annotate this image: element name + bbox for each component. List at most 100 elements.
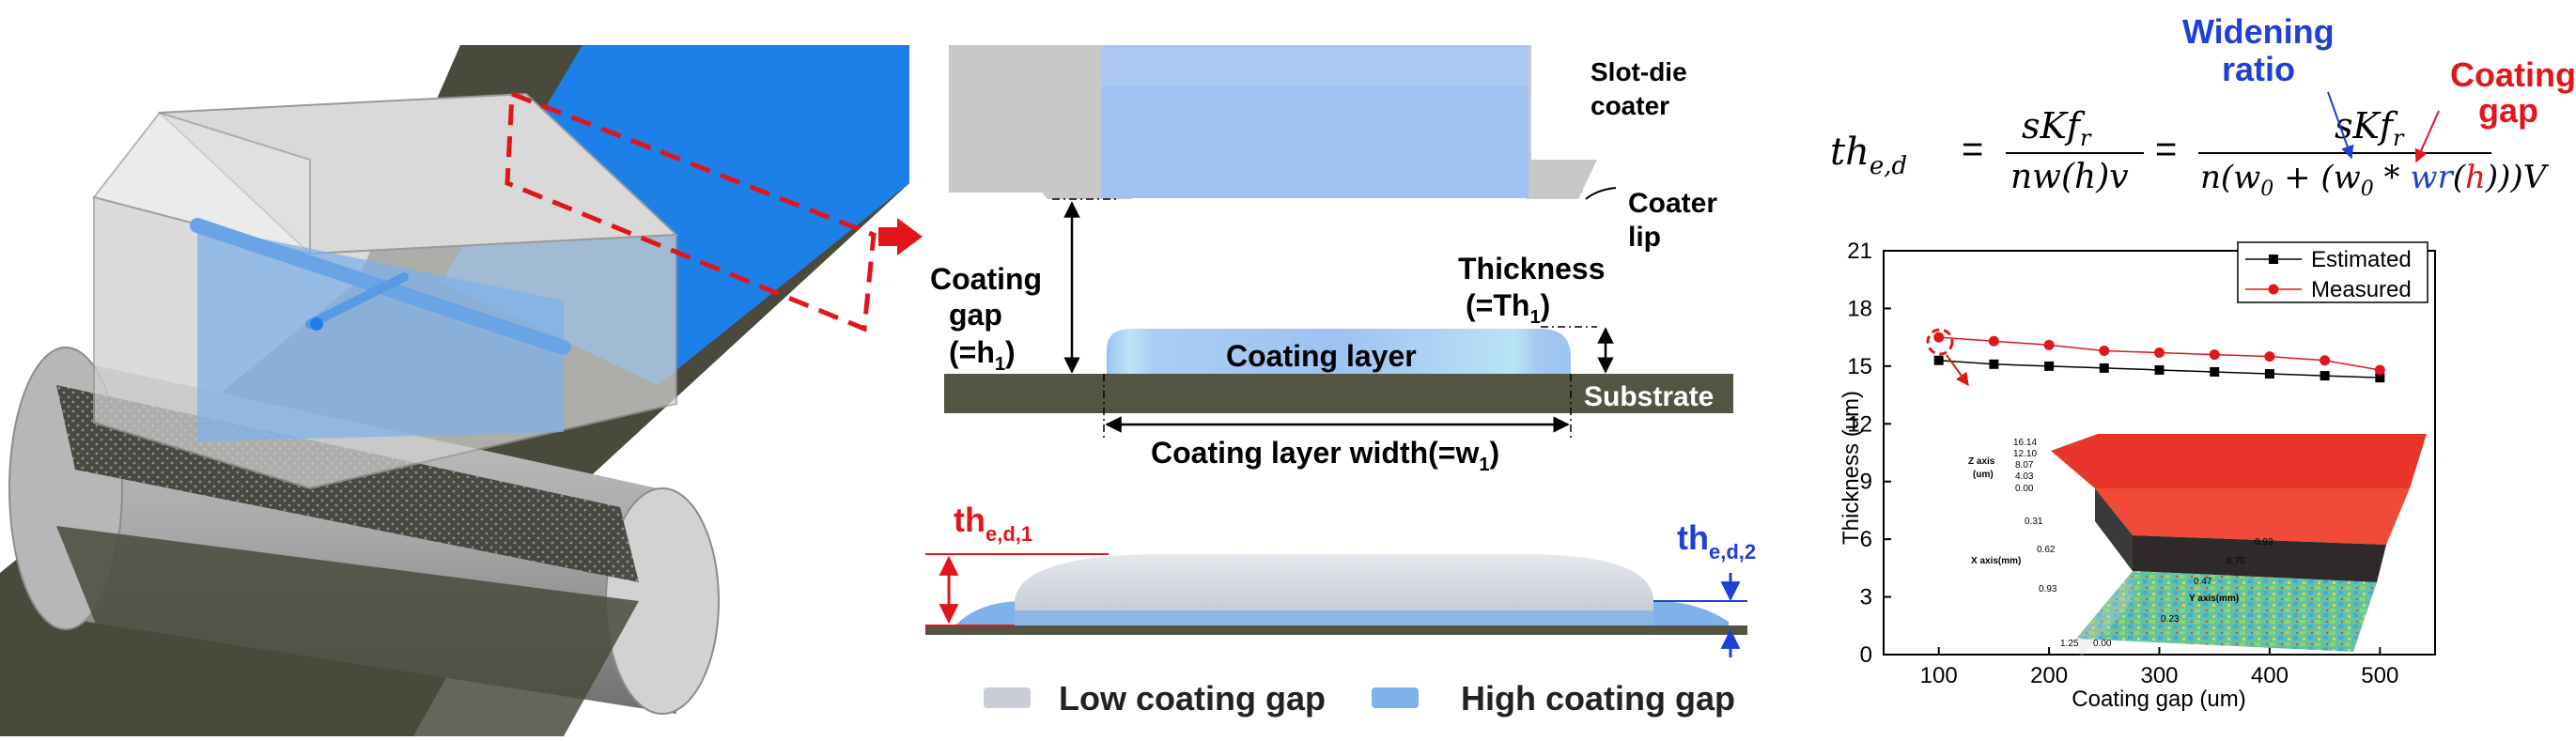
point-measured — [2154, 347, 2165, 359]
cross-section-arrow — [878, 218, 923, 255]
inset-y-tick: 0.70 — [2227, 556, 2245, 566]
inset-z-label-1: Z axis — [1968, 456, 1995, 467]
internal-manifold — [197, 225, 564, 441]
point-estimated — [2099, 363, 2109, 373]
y-tick-label: 15 — [1847, 354, 1872, 379]
point-estimated — [2210, 367, 2220, 377]
highlight-arrow — [1946, 354, 1969, 387]
inset-x-tick: 0.93 — [2039, 584, 2057, 594]
gap-label-2: gap — [2478, 91, 2538, 130]
gap-arrow — [2414, 110, 2440, 163]
point-measured — [2099, 345, 2110, 356]
point-measured — [1933, 332, 1945, 343]
point-measured — [1988, 335, 1999, 347]
substrate-under-roll — [56, 526, 639, 736]
slot-die-label-2: coater — [1591, 91, 1669, 120]
profile-comparison: the,d,1 the,d,2 — [925, 501, 1756, 657]
inset-x-tick: 0.00 — [2093, 639, 2112, 649]
legend-label: Estimated — [2311, 247, 2412, 272]
th1-label: the,d,1 — [954, 501, 1032, 546]
y-tick-label: 21 — [1847, 239, 1872, 264]
inset-z-tick: 8.07 — [2015, 460, 2034, 471]
legend-label-high: High coating gap — [1461, 679, 1735, 718]
x-tick-label: 100 — [1920, 663, 1958, 688]
width-label: Coating layer width(=w1) — [1151, 436, 1499, 475]
inset-z-tick: 4.03 — [2015, 471, 2034, 482]
inset-red-top — [2051, 434, 2427, 488]
equals-2: = — [2155, 129, 2177, 170]
highlight-ring — [1926, 328, 1954, 356]
inset-z-tick: 0.00 — [2015, 484, 2034, 494]
coater-lip-label-2: lip — [1628, 222, 1661, 253]
coating-gap-label-3: (=h1) — [949, 335, 1016, 375]
point-estimated — [2154, 364, 2165, 375]
inset-x-tick: 0.62 — [2037, 545, 2056, 555]
point-measured — [2043, 339, 2055, 350]
inset-dark-front — [2133, 535, 2386, 582]
slot-die-label-1: Slot-die — [1591, 57, 1687, 86]
point-estimated — [2375, 373, 2385, 383]
surface-inset: Z axis (um) 16.14 12.10 8.07 4.03 0.00 X… — [1968, 434, 2427, 657]
inset-y-tick: 0.23 — [2161, 614, 2180, 625]
point-measured — [2374, 364, 2385, 376]
point-estimated — [2044, 361, 2055, 371]
inlet-pipe — [305, 272, 409, 329]
y-tick-label: 3 — [1860, 585, 1872, 610]
legend-swatch-low — [984, 687, 1031, 708]
profile-substrate — [925, 625, 1747, 635]
frac1-denominator: nw(h)v — [2010, 158, 2129, 196]
equals-1: = — [1962, 129, 1983, 170]
inset-x-tick: 1.25 — [2060, 639, 2079, 649]
substrate-label: Substrate — [1584, 381, 1714, 412]
coating-gap-label-2: gap — [949, 298, 1002, 332]
coater-lip-label-1: Coater — [1628, 188, 1717, 219]
y-tick-label: 6 — [1860, 527, 1872, 552]
legend-marker — [2269, 255, 2278, 264]
coating-layer-label: Coating layer — [1226, 339, 1417, 373]
equation-lhs: the,d — [1830, 131, 1907, 180]
thickness-label-2: (=Th1) — [1466, 288, 1550, 328]
legend-swatch-high — [1372, 687, 1419, 708]
y-tick-label: 9 — [1860, 470, 1872, 495]
gap-label-1: Coating — [2450, 55, 2576, 94]
inset-side-wall — [2076, 571, 2133, 657]
y-tick-label: 12 — [1847, 411, 1872, 437]
inset-y-tick: 0.47 — [2194, 577, 2212, 587]
thickness-label-1: Thickness — [1458, 252, 1606, 286]
frac1-numerator: sKfr — [2022, 105, 2092, 151]
thickness-equation: the,d = sKfr nw(h)v = sKfr n(w0 + (w0 * … — [1830, 12, 2576, 201]
series-layer — [1933, 332, 2385, 383]
legend-label-low: Low coating gap — [1059, 679, 1326, 718]
x-axis-label: Coating gap (um) — [2072, 687, 2245, 712]
x-tick-label: 200 — [2030, 663, 2068, 688]
inset-base — [2076, 571, 2377, 652]
y-tick-label: 0 — [1860, 642, 1872, 668]
widening-label-1: Widening — [2182, 12, 2335, 51]
low-gap-profile — [1015, 554, 1653, 627]
legend-marker — [2268, 284, 2279, 295]
inset-y-tick: 0.93 — [2255, 537, 2273, 548]
inset-z-tick: 16.14 — [2013, 438, 2037, 448]
coating-layer — [1107, 329, 1571, 374]
point-measured — [2209, 349, 2220, 361]
y-axis-label: Thickness (um) — [1839, 391, 1864, 545]
inset-dark-side — [2095, 488, 2133, 571]
profile-legend: Low coating gap High coating gap — [984, 679, 1735, 718]
inset-z-label-2: (um) — [1973, 470, 1994, 480]
slot-die-3d-illustration — [0, 45, 923, 736]
point-estimated — [1989, 359, 1999, 369]
inset-z-tick: 12.10 — [2013, 449, 2037, 459]
frac2-numerator: sKfr — [2335, 105, 2405, 151]
th2-label: the,d,2 — [1677, 518, 1756, 563]
substrate-label-bg — [1573, 374, 1732, 413]
inset-x-tick: 0.31 — [2025, 517, 2043, 527]
point-measured — [2320, 355, 2331, 366]
widening-label-2: ratio — [2222, 50, 2295, 88]
inset-red-front — [2095, 488, 2410, 545]
point-estimated — [2264, 369, 2274, 379]
